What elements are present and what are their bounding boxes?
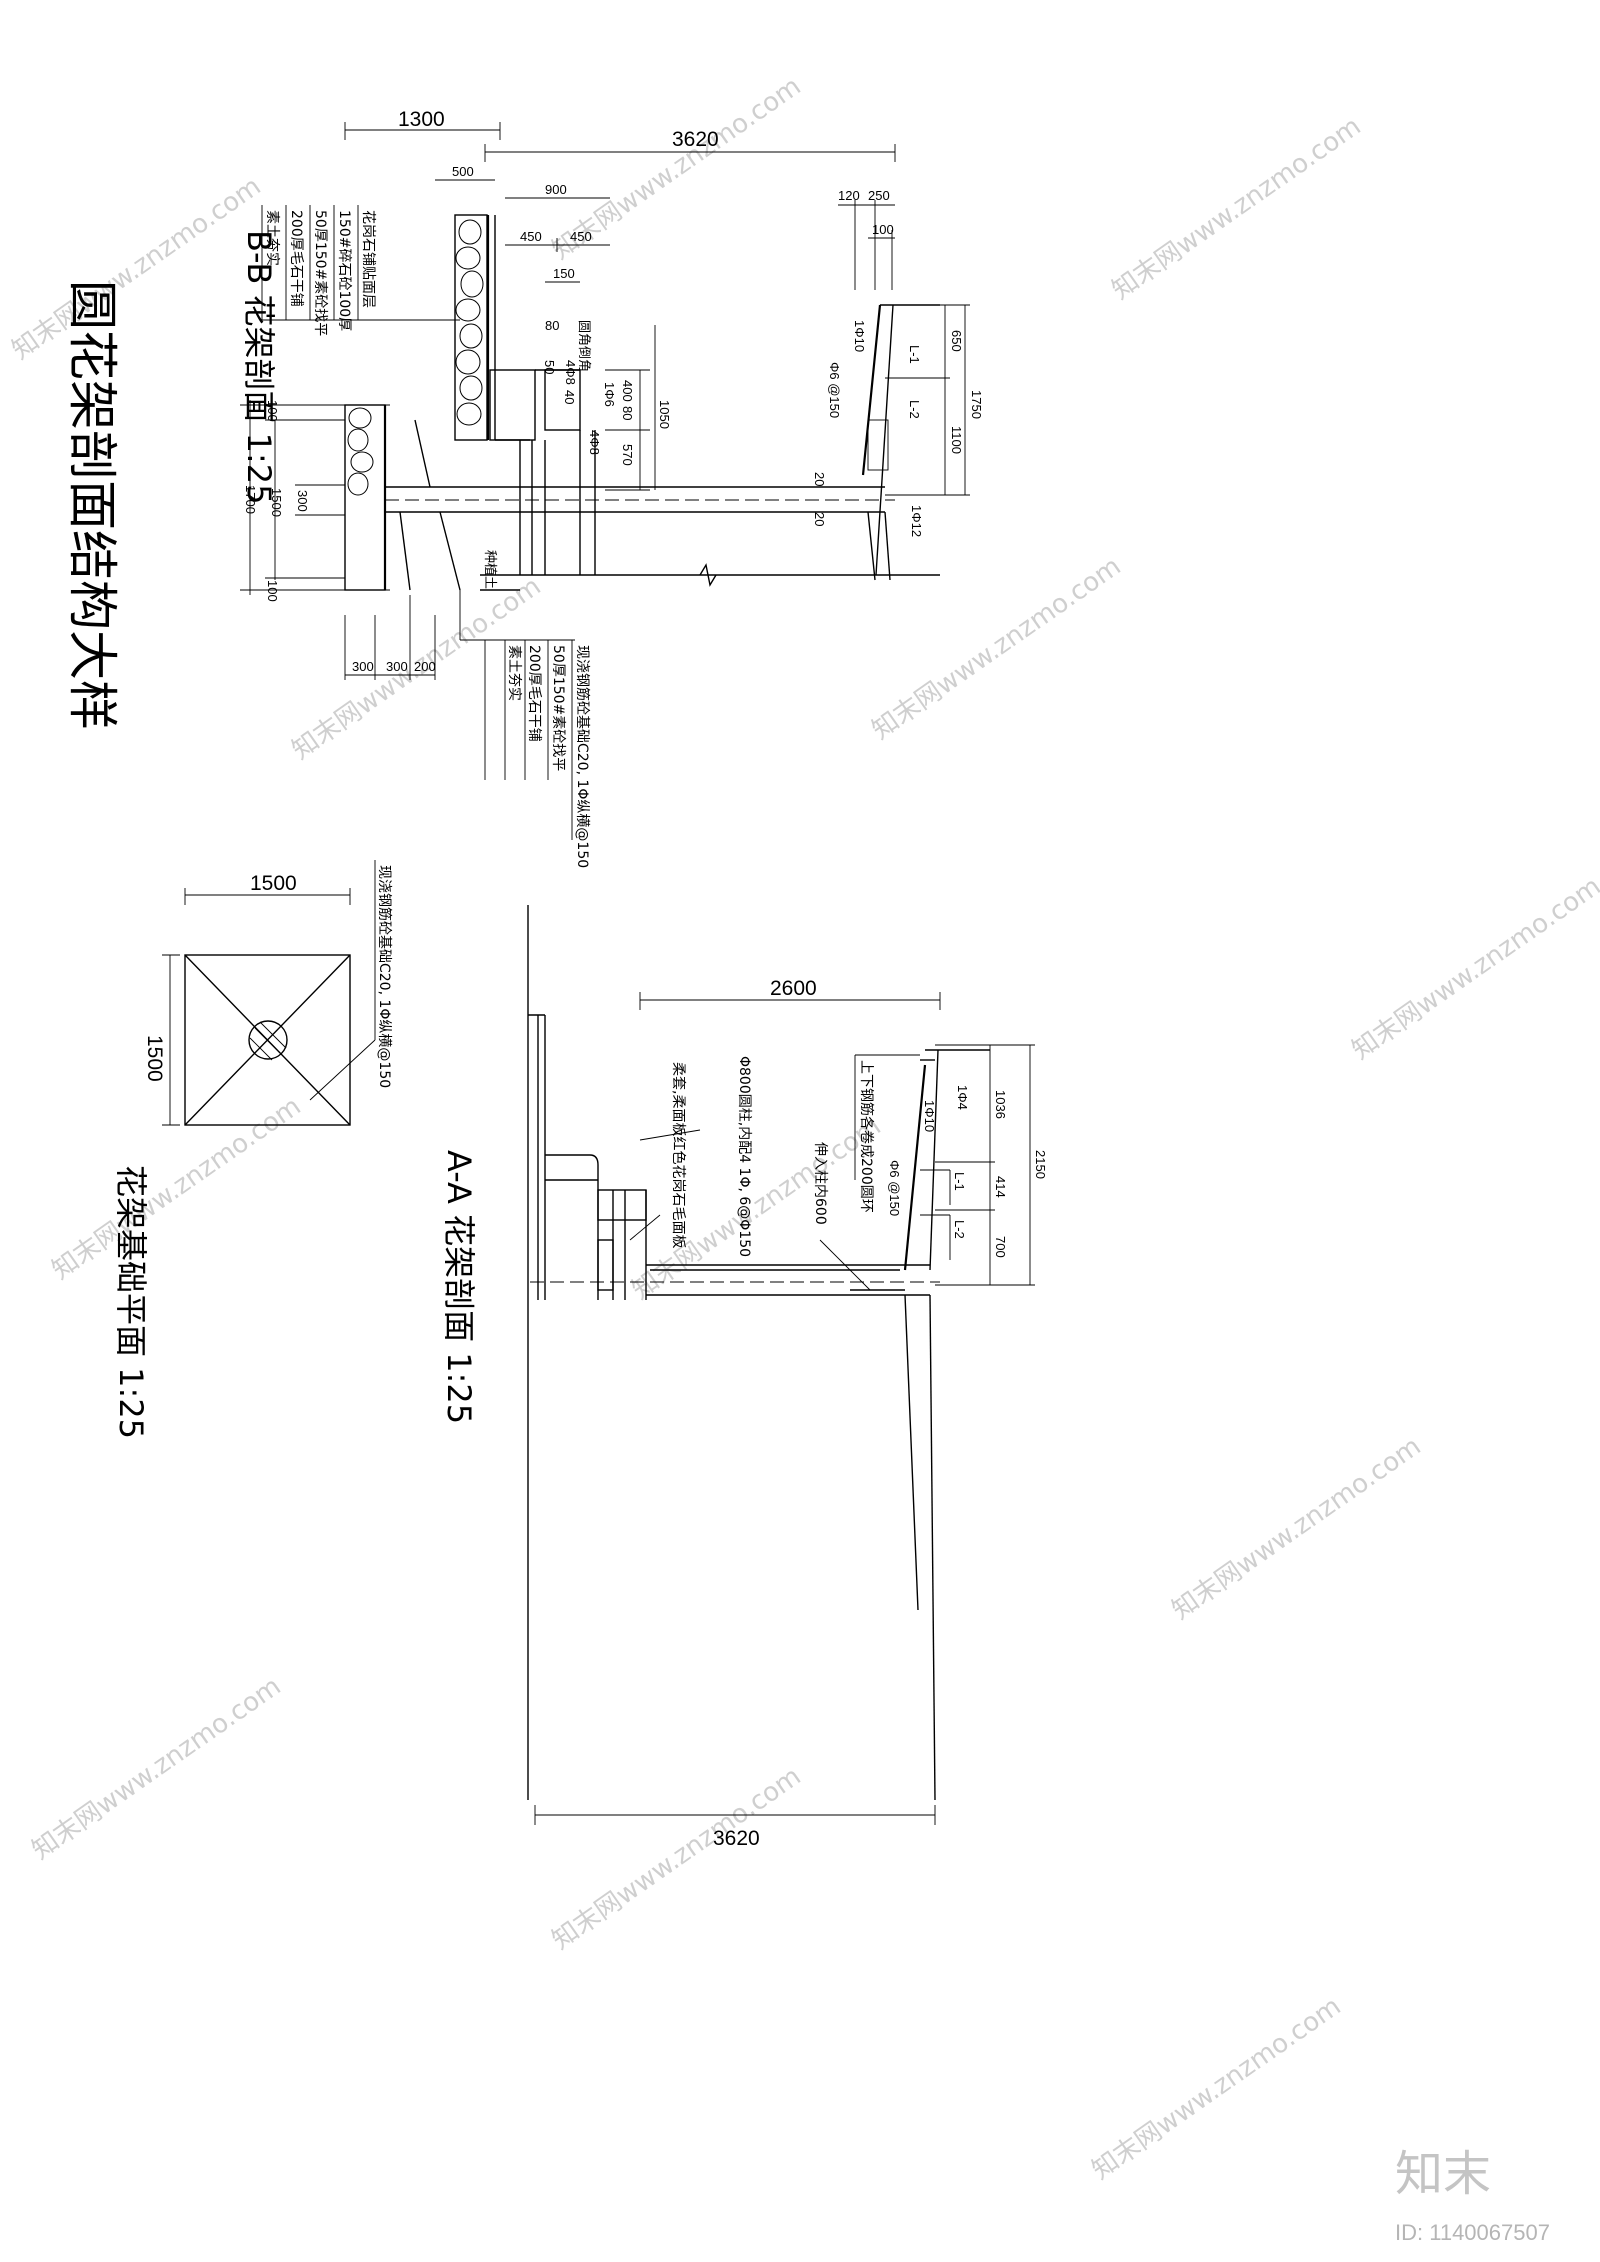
dim-label: 1500 [269, 488, 284, 517]
note-text: 50厚150#素砼找平 [312, 210, 328, 336]
rebar-callout: 圆角倒角 [577, 320, 592, 372]
section-bb-title: B-B 花架剖面 1:25 [240, 230, 278, 505]
section-bb: B-B 花架剖面 1:25 1300 3620 500 900 450 450 … [240, 108, 984, 868]
note-text: Φ800圆柱,内配4 1Φ, 6@Φ150 [736, 1056, 752, 1257]
watermark-text: 知末网www.znzmo.com [1107, 111, 1367, 305]
rebar-callout: L-2 [907, 400, 922, 419]
image-id-label: ID: 1140067507 [1395, 2220, 1550, 2245]
watermark-text: 知末网www.znzmo.com [627, 1111, 887, 1305]
rebar-callout: L-1 [907, 345, 922, 364]
dim-label: 2150 [1033, 1150, 1048, 1179]
dim-label: 570 [620, 444, 635, 466]
note-text: 现浇钢筋砼基础C20, 1Φ纵横@150 [376, 865, 393, 1088]
dim-label: 20 [812, 472, 827, 486]
rebar-callout: L-1 [952, 1172, 967, 1191]
dim-label: 3620 [713, 1827, 760, 1850]
rebar-callout: L-2 [952, 1220, 967, 1239]
dim-label: 100 [265, 580, 280, 602]
note-text: 现浇钢筋砼基础C20, 1Φ纵横@150 [574, 645, 591, 868]
note-text: 150#碎石砼100厚 [336, 210, 352, 331]
rebar-callout: 1Φ10 [922, 1100, 937, 1132]
cobblestone-hatch [455, 219, 484, 426]
watermark-text: 知末网www.znzmo.com [547, 1761, 807, 1955]
watermark-text: 知末网www.znzmo.com [867, 551, 1127, 745]
section-plan: 1500 1500 现浇钢筋砼基础C20, 1Φ纵横@150 花架基础平面 1:… [112, 860, 393, 1439]
dim-label: 300 [352, 659, 374, 674]
watermark-text: 知末网www.znzmo.com [7, 171, 267, 365]
rebar-callout: 1Φ12 [909, 505, 924, 537]
dim-label: 1750 [969, 390, 984, 419]
rebar-callout: 1Φ4 [955, 1085, 970, 1110]
dim-label: 200 [414, 659, 436, 674]
dim-label: 50 [542, 360, 557, 374]
note-text: 上下钢筋各卷成200圆环 [858, 1060, 875, 1213]
rebar-callout: 1Φ6 [602, 382, 617, 407]
note-text: 花岗石铺贴面层 [360, 210, 376, 308]
section-aa: A-A 花架剖面 1:25 2600 3620 [440, 905, 1048, 1850]
rebar-callout: 1Φ10 [852, 320, 867, 352]
rebar-callout: Φ6 @150 [827, 362, 842, 418]
rebar-callout: 4Φ8 [563, 360, 578, 385]
dim-label: 1036 [993, 1090, 1008, 1119]
dim-label: 900 [545, 182, 567, 197]
soil-label: 种植土 [483, 550, 498, 589]
dim-label: 2600 [770, 977, 817, 1000]
note-text: 200厚毛石干铺 [526, 645, 542, 742]
dim-label: 650 [949, 330, 964, 352]
note-text: 素土夯实 [506, 645, 522, 701]
dim-label: 400 [620, 380, 635, 402]
watermark-text: 知末网www.znzmo.com [1087, 1991, 1347, 2185]
watermark-text: 知末网www.znzmo.com [27, 1671, 287, 1865]
column-footing-circle [248, 1020, 288, 1060]
watermark-text: 知末网www.znzmo.com [47, 1091, 307, 1285]
dim-label: 300 [386, 659, 408, 674]
dim-label: 1100 [949, 426, 964, 454]
dim-label: 1500 [250, 872, 297, 895]
dim-label: 1500 [143, 1035, 166, 1082]
note-text: 伸入柱内600 [812, 1142, 828, 1225]
dim-label: 80 [620, 406, 635, 420]
dim-label: 1700 [243, 485, 258, 514]
note-text: 50厚150#素砼找平 [550, 645, 566, 771]
dim-label: 700 [993, 1236, 1008, 1258]
brand-logo: 知末 [1395, 2146, 1491, 2202]
rebar-callout: 4Φ8 [587, 430, 602, 455]
material-notes-lower: 现浇钢筋砼基础C20, 1Φ纵横@150 50厚150#素砼找平 200厚毛石干… [459, 590, 591, 868]
dim-label: 120 [838, 188, 860, 203]
cobblestone-hatch [347, 407, 374, 496]
dim-label: 40 [562, 390, 577, 404]
section-aa-title: A-A 花架剖面 1:25 [440, 1150, 478, 1424]
dim-label: 150 [553, 266, 575, 281]
dim-label: 1300 [398, 108, 445, 131]
dim-label: 500 [452, 164, 474, 179]
section-plan-title: 花架基础平面 1:25 [112, 1165, 150, 1439]
material-notes-upper: 花岗石铺贴面层 150#碎石砼100厚 50厚150#素砼找平 200厚毛石干铺… [261, 205, 460, 336]
dim-label: 3620 [672, 128, 719, 151]
dim-label: 450 [520, 229, 542, 244]
dim-label: 1050 [657, 400, 672, 429]
dim-label: 20 [812, 512, 827, 526]
dim-label: 100 [872, 222, 894, 237]
dim-label: 80 [545, 318, 559, 333]
watermark-text: 知末网www.znzmo.com [1347, 871, 1600, 1065]
dim-label: 450 [570, 229, 592, 244]
dim-label: 250 [868, 188, 890, 203]
watermark-text: 知末网www.znzmo.com [1167, 1431, 1427, 1625]
note-text: 200厚毛石干铺 [288, 210, 304, 307]
dim-label: 414 [993, 1176, 1008, 1198]
note-text: 柔套,柔面板红色花岗石毛面板 [670, 1062, 687, 1248]
dim-label: 300 [295, 490, 310, 512]
rebar-callout: Φ6 @150 [887, 1160, 902, 1216]
dim-label: 100 [265, 400, 280, 422]
drawing-title: 圆花架剖面结构大样 [63, 280, 121, 730]
note-text: 素土夯实 [264, 210, 280, 266]
